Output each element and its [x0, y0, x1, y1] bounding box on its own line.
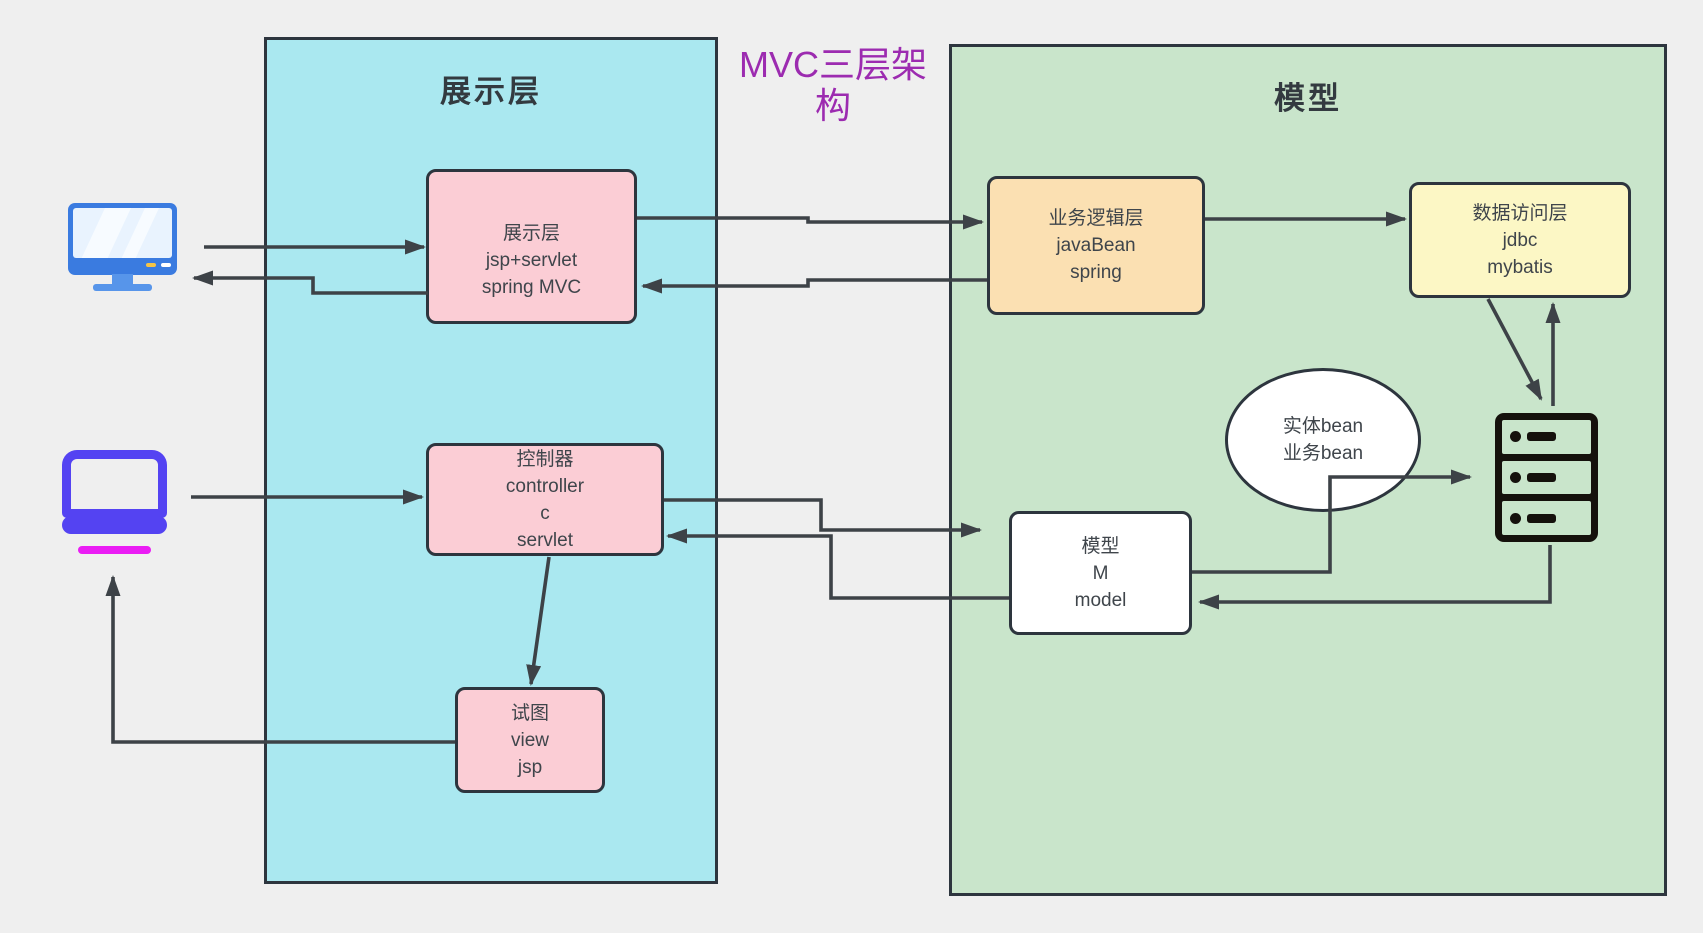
database-server-icon: [1495, 413, 1598, 542]
model-container-title: 模型: [1274, 81, 1342, 116]
server-slot: [1502, 460, 1591, 495]
presentation-container-title: 展示层: [440, 74, 542, 109]
diagram-title: MVC三层架 构: [739, 44, 927, 126]
server-led-dot: [1510, 431, 1521, 443]
monitor-stand: [112, 274, 133, 286]
laptop-base: [62, 516, 167, 534]
data-box: 数据访问层 jdbc mybatis: [1409, 182, 1631, 298]
server-slot: [1502, 501, 1591, 536]
monitor-screen: [73, 208, 172, 258]
server-drive-bar: [1527, 432, 1556, 442]
controller-box: 控制器 controller c servlet: [426, 443, 664, 556]
model-box: 模型 M model: [1009, 511, 1192, 635]
presentation-box: 展示层 jsp+servlet spring MVC: [426, 169, 637, 324]
server-led-dot: [1510, 512, 1521, 524]
desktop-monitor-icon: [68, 203, 177, 291]
monitor-base: [93, 284, 152, 291]
monitor-power-led: [146, 263, 156, 267]
server-slot: [1502, 420, 1591, 454]
laptop-icon: [62, 450, 167, 554]
bean-ellipse: 实体bean 业务bean: [1225, 368, 1421, 512]
laptop-screen: [62, 450, 167, 518]
view-box: 试图 view jsp: [455, 687, 605, 793]
laptop-underline: [78, 546, 151, 554]
server-led-dot: [1510, 472, 1521, 483]
monitor-button: [161, 263, 171, 267]
server-drive-bar: [1527, 473, 1556, 482]
monitor-bezel: [68, 203, 177, 275]
server-drive-bar: [1527, 513, 1556, 523]
business-box: 业务逻辑层 javaBean spring: [987, 176, 1205, 315]
